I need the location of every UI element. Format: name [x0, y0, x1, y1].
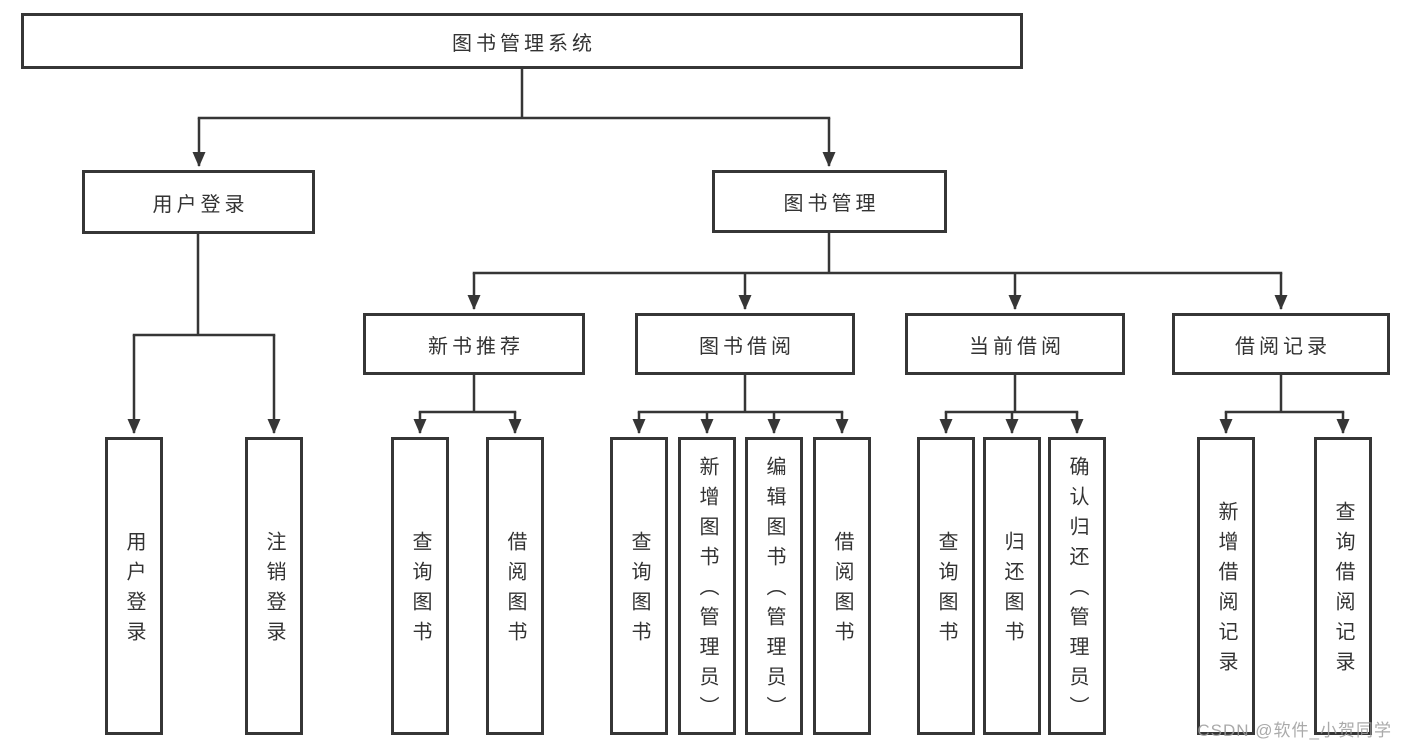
- leaf-query-books-current: 查询图书: [917, 437, 975, 735]
- node-library-management-system: 图书管理系统: [21, 13, 1023, 69]
- leaf-label: 编辑图书（管理员）: [763, 456, 785, 726]
- leaf-label: 查询图书: [409, 531, 431, 651]
- leaf-borrow-books-recommend: 借阅图书: [486, 437, 544, 735]
- csdn-watermark: CSDN @软件_小贺同学: [1197, 721, 1392, 740]
- leaf-label: 新增借阅记录: [1215, 501, 1237, 681]
- node-user-login: 用户登录: [82, 170, 315, 234]
- leaf-label: 用户登录: [123, 531, 145, 651]
- node-book-management: 图书管理: [712, 170, 947, 233]
- leaf-label: 确认归还（管理员）: [1066, 456, 1088, 726]
- leaf-confirm-return-admin: 确认归还（管理员）: [1048, 437, 1106, 735]
- leaf-label: 注销登录: [263, 531, 285, 651]
- leaf-label: 借阅图书: [831, 531, 853, 651]
- leaf-label: 查询图书: [628, 531, 650, 651]
- node-book-borrow: 图书借阅: [635, 313, 855, 375]
- leaf-query-borrow-record: 查询借阅记录: [1314, 437, 1372, 735]
- node-new-book-recommend: 新书推荐: [363, 313, 585, 375]
- leaf-user-login: 用户登录: [105, 437, 163, 735]
- leaf-query-books-borrow: 查询图书: [610, 437, 668, 735]
- leaf-label: 归还图书: [1001, 531, 1023, 651]
- leaf-logout: 注销登录: [245, 437, 303, 735]
- leaf-label: 查询图书: [935, 531, 957, 651]
- leaf-label: 查询借阅记录: [1332, 501, 1354, 681]
- node-borrow-records: 借阅记录: [1172, 313, 1390, 375]
- leaf-add-borrow-record: 新增借阅记录: [1197, 437, 1255, 735]
- leaf-query-books-recommend: 查询图书: [391, 437, 449, 735]
- leaf-return-book: 归还图书: [983, 437, 1041, 735]
- leaf-label: 借阅图书: [504, 531, 526, 651]
- node-current-borrow: 当前借阅: [905, 313, 1125, 375]
- leaf-add-book-admin: 新增图书（管理员）: [678, 437, 736, 735]
- leaf-borrow-books: 借阅图书: [813, 437, 871, 735]
- leaf-label: 新增图书（管理员）: [696, 456, 718, 726]
- leaf-edit-book-admin: 编辑图书（管理员）: [745, 437, 803, 735]
